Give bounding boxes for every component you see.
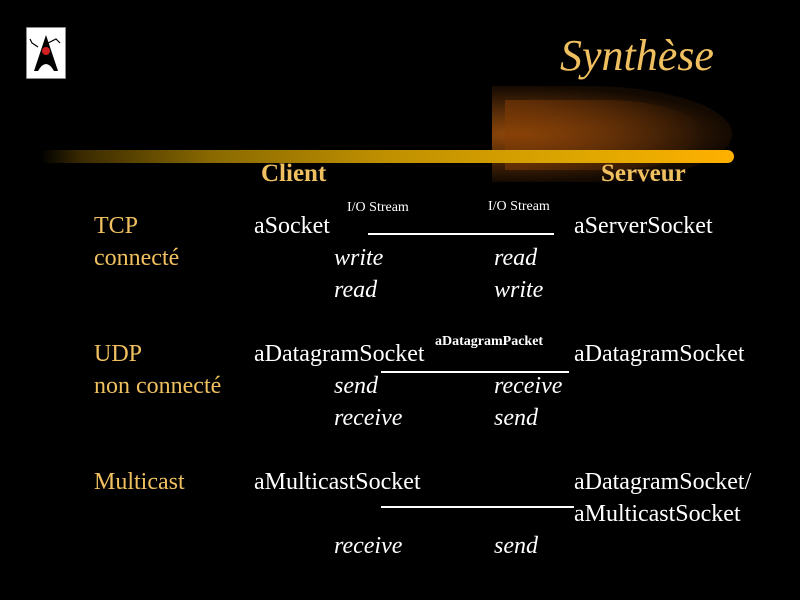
udp-server-op-2: send [494, 405, 538, 431]
page-title: Synthèse [560, 31, 714, 80]
multicast-connection-line [381, 506, 574, 508]
tcp-server-op-1: read [494, 245, 538, 271]
udp-client-op-1: send [334, 373, 378, 399]
udp-client-op-2: receive [334, 405, 403, 431]
decorative-bar [40, 150, 734, 163]
java-duke-logo-icon [25, 26, 67, 80]
udp-client-socket: aDatagramSocket [254, 341, 425, 367]
tcp-connected-label: connecté [94, 245, 180, 271]
udp-datagram-packet: aDatagramPacket [435, 334, 544, 349]
udp-server-socket: aDatagramSocket [574, 341, 745, 367]
tcp-connection-line [368, 233, 554, 235]
multicast-server-socket-1: aDatagramSocket/ [574, 469, 752, 495]
udp-not-connected-label: non connecté [94, 373, 222, 399]
multicast-client-op: receive [334, 533, 403, 559]
tcp-client-op-2: read [334, 277, 378, 303]
multicast-server-op: send [494, 533, 538, 559]
tcp-client-socket: aSocket [254, 213, 330, 239]
header-serveur: Serveur [601, 160, 686, 187]
udp-label: UDP [94, 341, 143, 367]
tcp-stream-left: I/O Stream [347, 200, 409, 215]
multicast-server-socket-2: aMulticastSocket [574, 501, 741, 527]
tcp-server-op-2: write [494, 277, 544, 303]
udp-connection-line [381, 371, 569, 373]
tcp-stream-right: I/O Stream [488, 199, 550, 214]
tcp-label: TCP [94, 213, 139, 239]
udp-server-op-1: receive [494, 373, 563, 399]
header-client: Client [261, 160, 327, 187]
tcp-client-op-1: write [334, 245, 384, 271]
multicast-client-socket: aMulticastSocket [254, 469, 421, 495]
multicast-label: Multicast [94, 469, 185, 495]
tcp-server-socket: aServerSocket [574, 213, 713, 239]
